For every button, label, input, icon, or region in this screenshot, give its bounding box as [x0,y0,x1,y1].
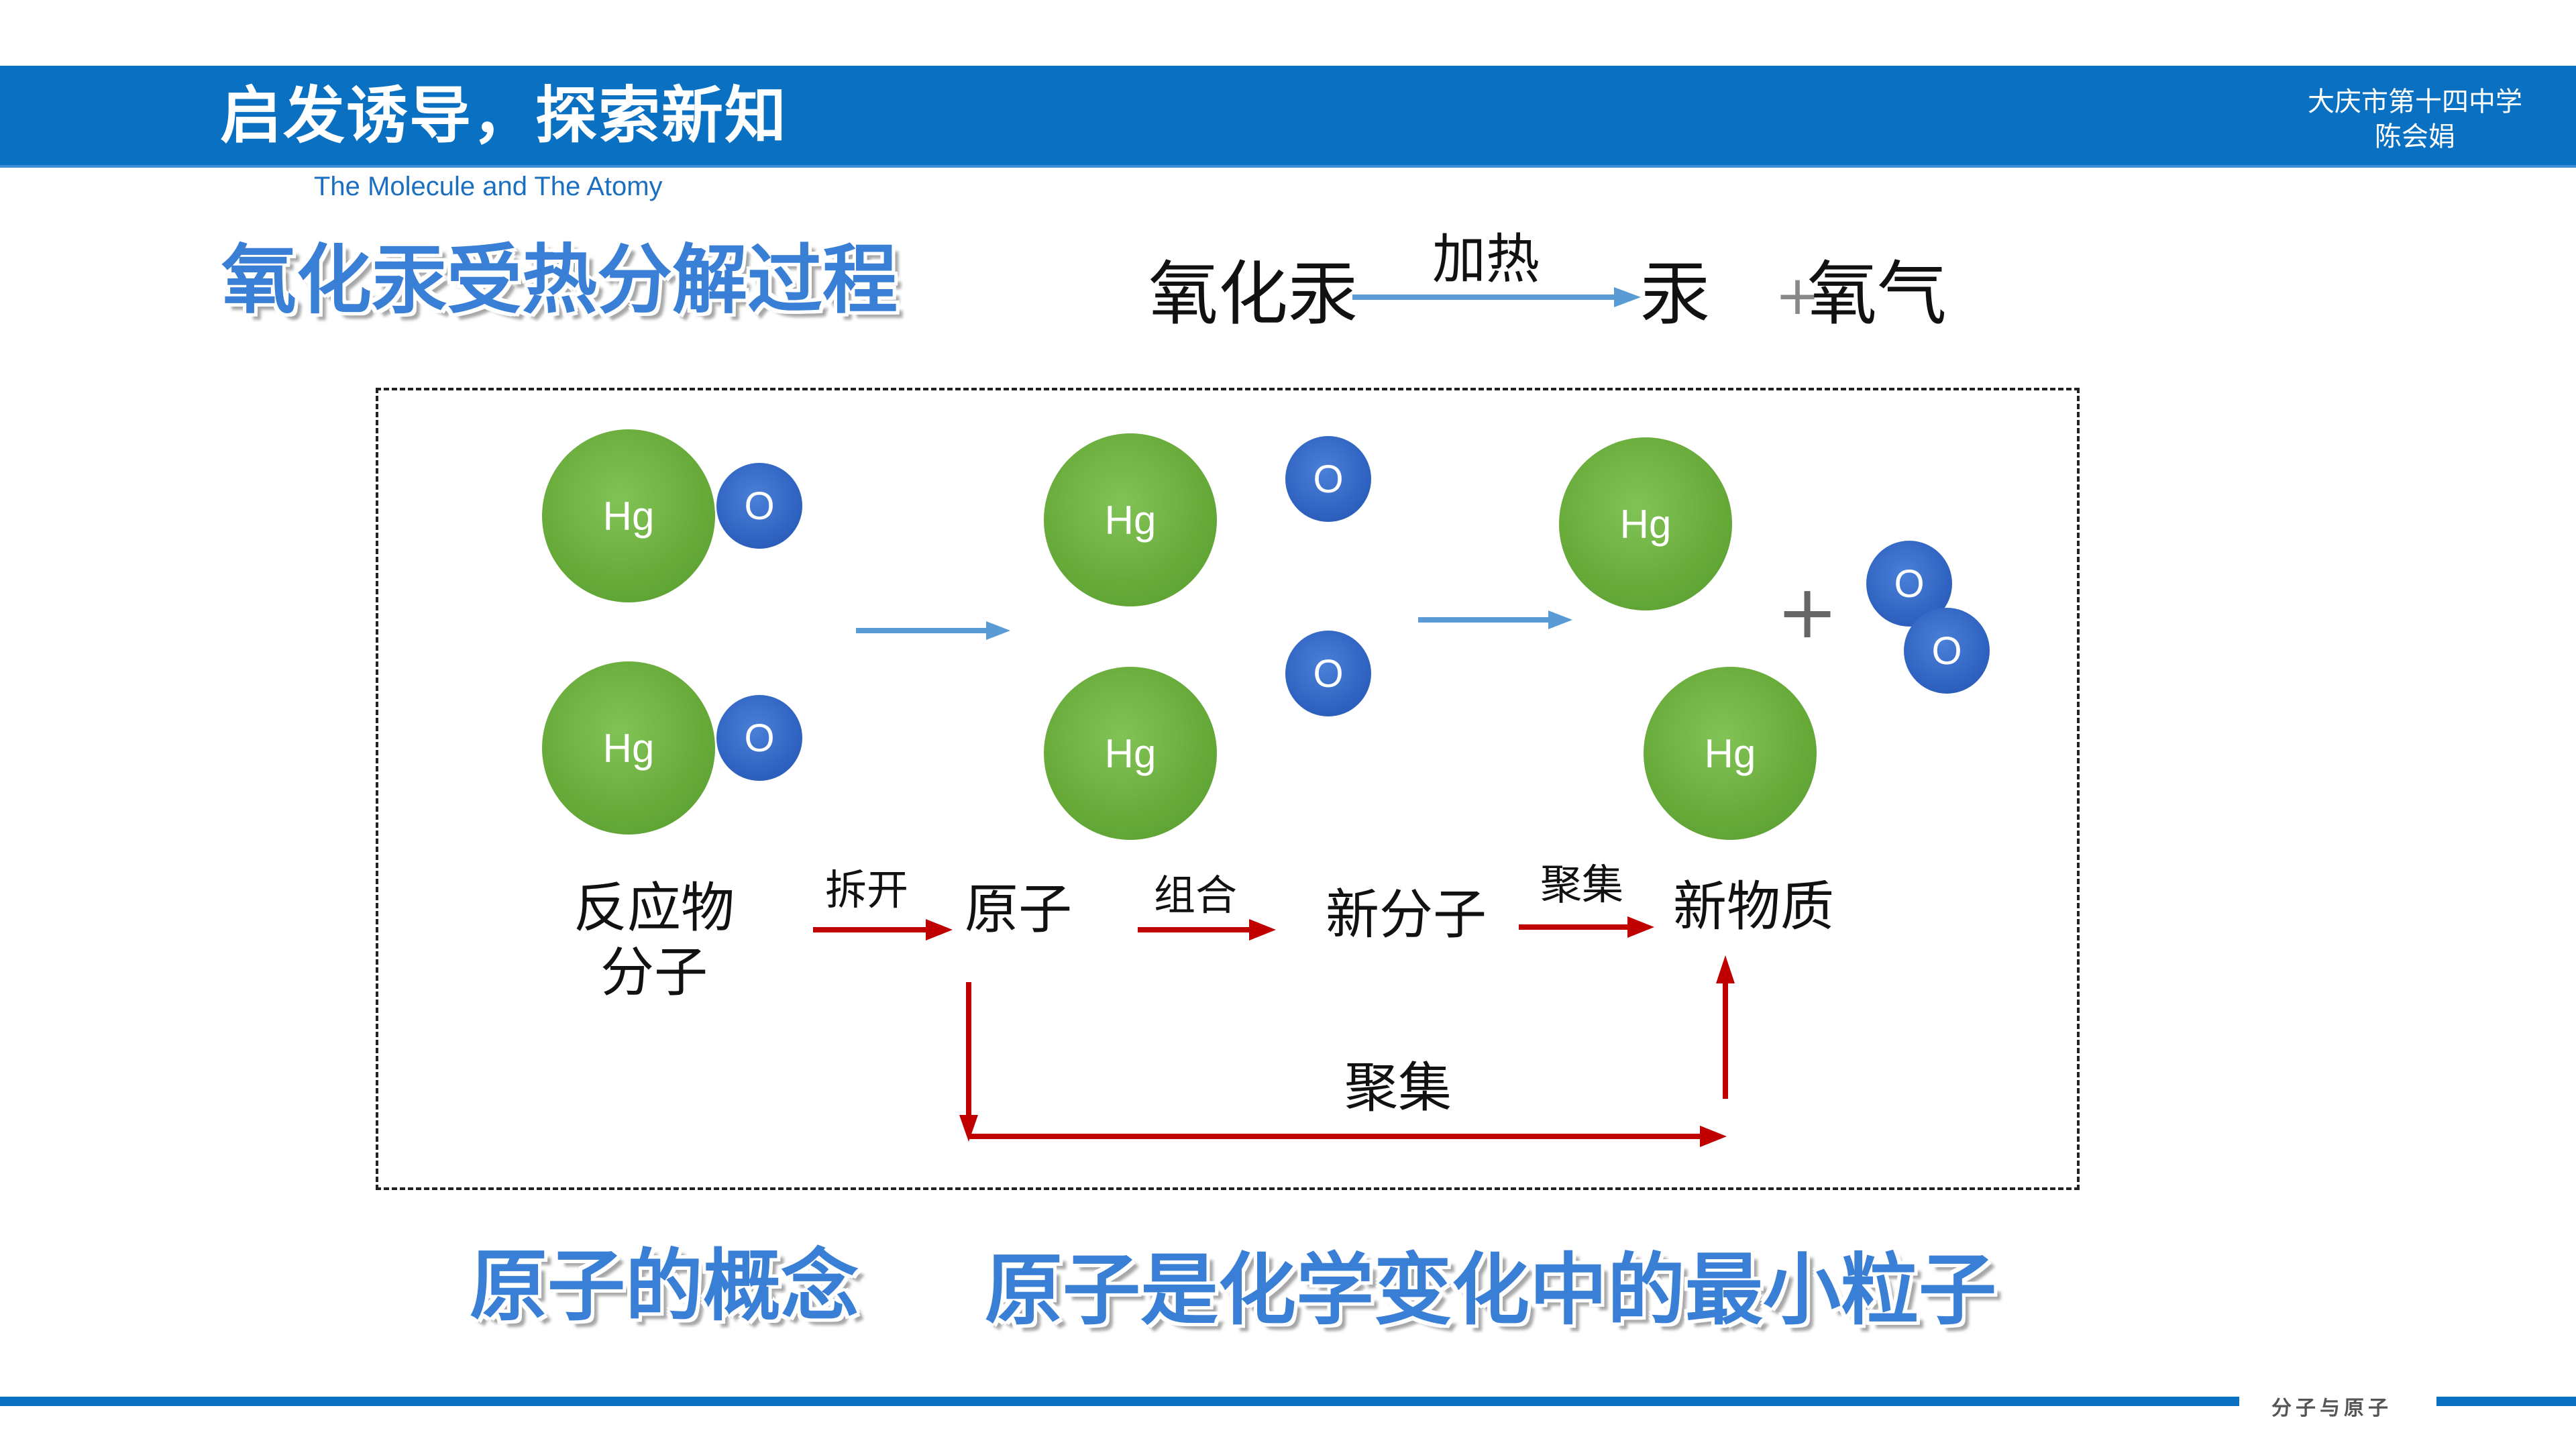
equation-arrow [1352,287,1641,307]
reactant-molecule-label: 反应物 分子 [570,876,738,1005]
footer-line-right [2436,1397,2576,1406]
plus-sign: + [1776,569,1839,655]
process-heading: 氧化汞受热分解过程 [221,237,898,324]
mercury-atom: Hg [1044,433,1217,606]
footer-line-left [0,1397,2239,1406]
bypass-gather-label: 聚集 [1344,1057,1452,1119]
equation-plus: + [1775,264,1821,327]
oxygen-atom: O [716,463,802,549]
step-split-label: 拆开 [825,865,909,914]
reactant-label-line1: 反应物 [574,877,735,939]
header-bar [0,66,2576,168]
new-substance-label: 新物质 [1673,875,1834,938]
equation-product-oxygen: 氧气 [1807,253,1947,335]
school-name: 大庆市第十四中学 [2308,87,2522,117]
teacher-name: 陈会娟 [2375,121,2455,152]
decompose-arrow [856,621,1010,640]
footer-label: 分子与原子 [2271,1397,2392,1420]
equation-product-mercury: 汞 [1640,253,1711,335]
concept-definition: 原子是化学变化中的最小粒子 [985,1245,1996,1336]
mercury-atom: Hg [1559,437,1732,610]
mercury-atom: Hg [542,429,715,602]
oxygen-atom: O [1285,436,1371,522]
oxygen-atom: O [1285,631,1371,716]
oxygen-molecule-atom: O [1904,608,1990,694]
mercury-atom: Hg [1044,667,1217,840]
step-gather-label: 聚集 [1540,860,1624,909]
equation-reactant: 氧化汞 [1148,253,1358,335]
slide-subtitle: The Molecule and The Atomy [314,172,663,201]
atom-label: 原子 [965,878,1072,941]
new-molecule-label: 新分子 [1326,883,1487,946]
combine-arrow [1418,610,1572,629]
mercury-atom: Hg [542,661,715,835]
oxygen-atom: O [716,695,802,781]
equation-condition: 加热 [1432,228,1540,290]
diagram-frame [376,388,2080,1190]
slide-title: 启发诱导，探索新知 [220,80,788,152]
concept-label: 原子的概念 [470,1241,859,1332]
reactant-label-line2: 分子 [600,941,708,1004]
mercury-atom: Hg [1644,667,1817,840]
school-info: 大庆市第十四中学 陈会娟 [2267,85,2563,154]
step-combine-label: 组合 [1154,871,1238,920]
